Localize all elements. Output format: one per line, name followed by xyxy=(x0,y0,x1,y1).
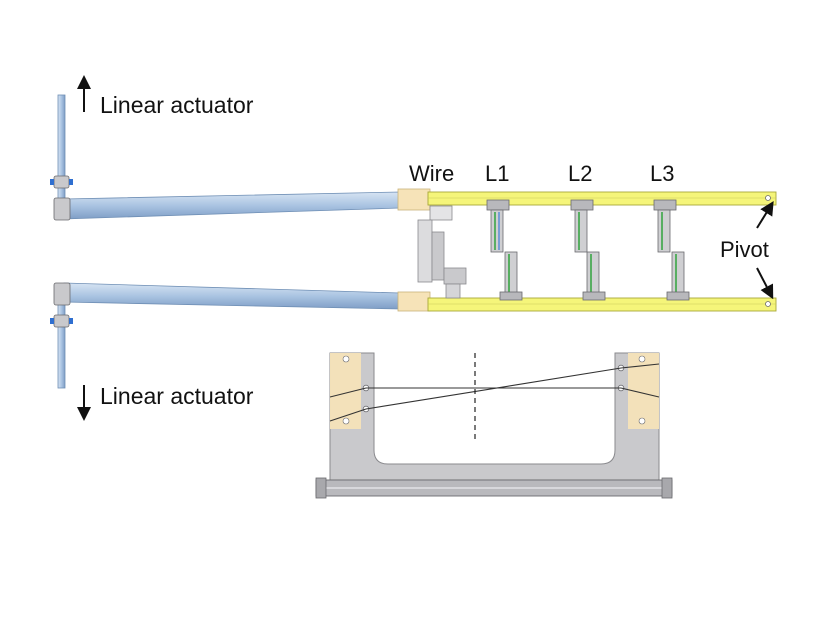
pivot-label: Pivot xyxy=(720,237,769,262)
l3-clamp-bottom xyxy=(666,251,690,301)
u-frame-detail xyxy=(329,352,660,481)
actuator-rod-top xyxy=(57,94,66,216)
linear-actuator-top-label: Linear actuator xyxy=(100,92,254,118)
upper-arm xyxy=(63,191,401,220)
lower-arm xyxy=(63,282,401,310)
lower-clamp-block xyxy=(50,282,73,328)
lower-coupler xyxy=(397,291,431,312)
pivot-hole-top xyxy=(765,195,771,201)
wire-holder-bracket xyxy=(417,205,467,299)
l1-label: L1 xyxy=(485,161,510,186)
l3-clamp-top xyxy=(653,199,677,253)
l2-clamp-bottom xyxy=(582,251,606,301)
upper-rail xyxy=(427,191,777,206)
pivot-arrow-top xyxy=(756,201,774,229)
u-frame-base-rod xyxy=(315,477,673,499)
upper-clamp-block xyxy=(50,175,73,221)
l2-clamp-top xyxy=(570,199,594,253)
l3-label: L3 xyxy=(650,161,675,186)
linear-actuator-bottom-label: Linear actuator xyxy=(100,383,254,409)
wire-paths xyxy=(329,363,660,422)
upper-coupler xyxy=(397,188,431,211)
l1-clamp-bottom xyxy=(499,251,523,301)
pivot-arrow-bottom xyxy=(756,267,774,300)
l2-label: L2 xyxy=(568,161,593,186)
pivot-hole-bottom xyxy=(765,301,771,307)
wire-label: Wire xyxy=(409,161,455,186)
l1-clamp-top xyxy=(486,199,510,253)
lower-rail xyxy=(427,297,777,312)
